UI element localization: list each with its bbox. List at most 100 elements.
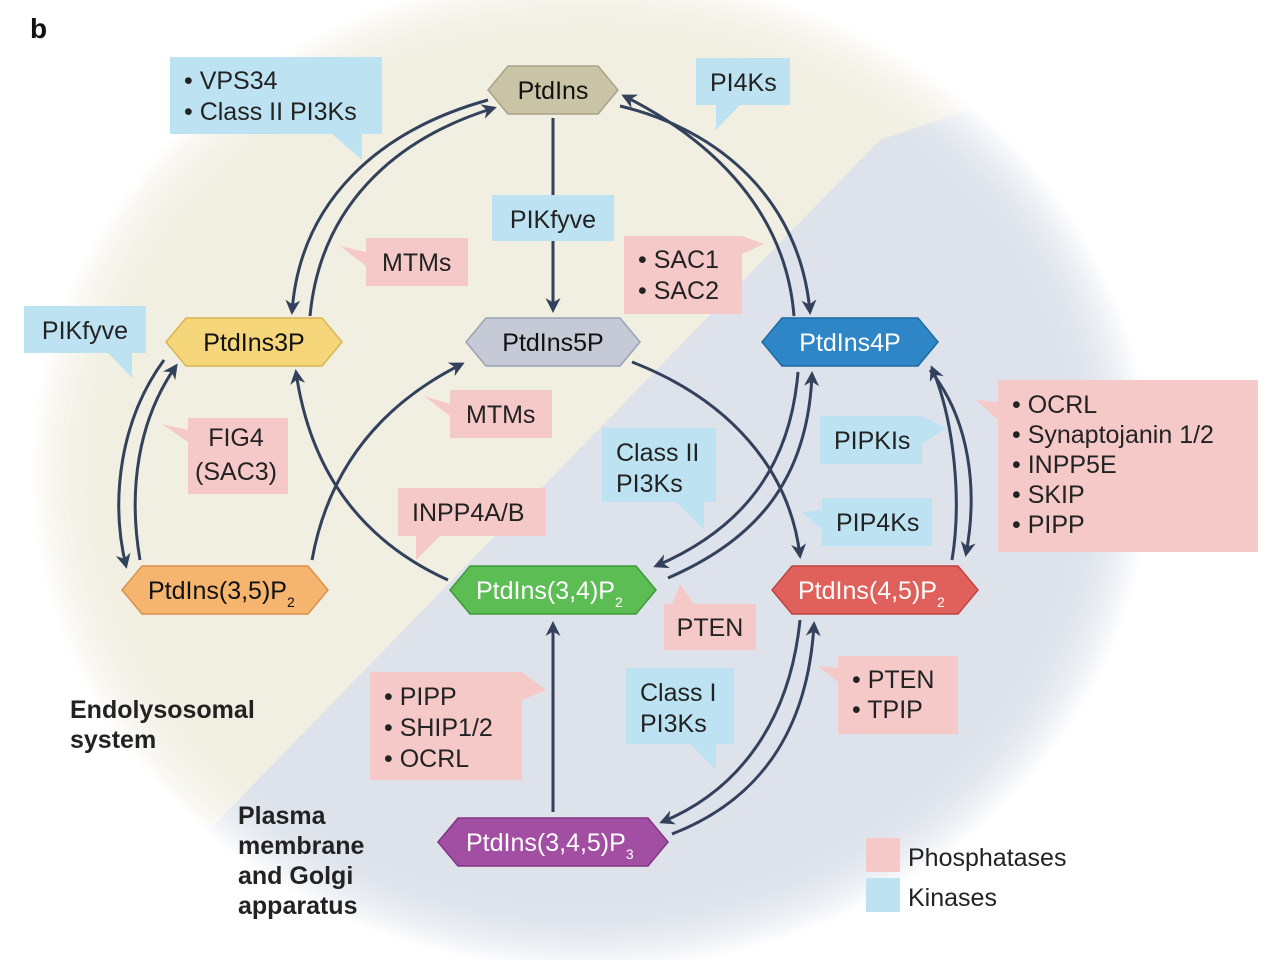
phosphatase-pipp-list: • PIPP • SHIP1/2 • OCRL [370, 672, 546, 780]
kinase-pi4ks-line: PI4Ks [710, 69, 777, 97]
phosphatase-boxes: MTMs • SAC1 • SAC2 FIG4 (SAC3) MTMs INPP… [162, 236, 1258, 780]
kinase-pipkis-line: PIPKIs [834, 427, 910, 455]
phosphatase-pten-tpip: • PTEN • TPIP [818, 656, 958, 734]
phosphatase-inpp4: INPP4A/B [398, 488, 546, 560]
arrow-45p2-to-345p3 [659, 619, 802, 825]
kinase-pi4ks: PI4Ks [696, 58, 790, 130]
arrow-4p-to-ptdins [621, 94, 796, 317]
node-ptdins34p2-label: PtdIns(3,4)P2 [476, 577, 623, 610]
kinase-class1-line: Class I [640, 679, 716, 707]
phosphatase-mtms-mid-line: MTMs [466, 401, 535, 429]
phosphatase-pipp-line: • OCRL [384, 745, 469, 773]
node-ptdins4p-label: PtdIns4P [799, 329, 900, 357]
phosphatase-ocrl-line: • Synaptojanin 1/2 [1012, 421, 1214, 449]
arrow-ptdins-to-4p [619, 104, 817, 315]
phosphatase-fig4-line: FIG4 [208, 424, 264, 452]
phosphatase-ocrl-line: • INPP5E [1012, 451, 1117, 479]
kinase-vps34: • VPS34 • Class II PI3Ks [170, 57, 382, 160]
phosphatase-pipp-line: • SHIP1/2 [384, 714, 493, 742]
kinase-boxes: • VPS34 • Class II PI3Ks PI4Ks PIKfyve P… [24, 57, 946, 770]
region-plasma-line: membrane [238, 832, 365, 860]
phosphatase-mtms-top-line: MTMs [382, 249, 451, 277]
arrow-45p2-to-4p [929, 365, 958, 561]
phosphatase-pten-center-line: PTEN [677, 614, 744, 642]
region-endolysosomal-line: system [70, 726, 156, 754]
arrow-ptdins-to-3p [285, 98, 489, 315]
phosphatase-sac12-line: • SAC1 [638, 246, 719, 274]
kinase-pikfyve-left: PIKfyve [24, 306, 146, 378]
arrow-35p2-to-5p [310, 362, 465, 561]
phosphatase-ocrl-line: • SKIP [1012, 481, 1085, 509]
node-ptdins45p2: PtdIns(4,5)P2 [771, 565, 979, 615]
legend-kinases-label: Kinases [908, 884, 997, 912]
node-ptdins345p3-sub: 3 [626, 846, 634, 862]
kinase-vps34-line: • VPS34 [184, 67, 278, 95]
arrow-34p2-to-3p [290, 369, 449, 582]
endolysosomal-label: Endolysosomal system [70, 696, 255, 754]
phosphatase-ocrl-line: • PIPP [1012, 511, 1085, 539]
node-ptdins5p-label: PtdIns5P [502, 329, 603, 357]
node-ptdins45p2-sub: 2 [937, 594, 945, 610]
arrow-5p-to-45p2 [631, 360, 807, 559]
node-ptdins35p2-main: PtdIns(3,5)P [148, 577, 287, 605]
arrow-4p-to-45p2 [928, 369, 976, 557]
arrow-4p-to-34p2 [653, 371, 800, 569]
node-ptdins34p2-main: PtdIns(3,4)P [476, 577, 615, 605]
node-ptdins34p2: PtdIns(3,4)P2 [449, 565, 657, 615]
node-ptdins35p2: PtdIns(3,5)P2 [121, 565, 329, 615]
arrow-34p2-to-4p [667, 371, 820, 580]
legend-phosphatases-label: Phosphatases [908, 844, 1066, 872]
phosphatase-ocrl-line: • OCRL [1012, 391, 1097, 419]
phosphatase-sac12: • SAC1 • SAC2 [624, 236, 764, 314]
node-ptdins45p2-label: PtdIns(4,5)P2 [798, 577, 945, 610]
phosphatase-pten-tpip-line: • PTEN [852, 666, 934, 694]
kinase-pipkis: PIPKIs [820, 416, 946, 464]
phosphatase-mtms-mid: MTMs [424, 390, 552, 438]
legend-kinases-swatch [866, 878, 900, 912]
region-endolysosomal-line: Endolysosomal [70, 696, 255, 724]
node-ptdins45p2-main: PtdIns(4,5)P [798, 577, 937, 605]
node-ptdins3p-label: PtdIns3P [203, 329, 304, 357]
kinase-pikfyve-left-line: PIKfyve [42, 317, 128, 345]
kinase-class2-line: PI3Ks [616, 470, 683, 498]
plasma-membrane-label: Plasma membrane and Golgi apparatus [238, 802, 365, 920]
phosphatase-mtms-top: MTMs [340, 238, 468, 286]
arrow-345p3-to-45p2 [671, 621, 821, 836]
phosphatase-sac12-line: • SAC2 [638, 277, 719, 305]
kinase-class1-line: PI3Ks [640, 710, 707, 738]
kinase-pikfyve-center-line: PIKfyve [510, 206, 596, 234]
node-ptdins-label: PtdIns [518, 77, 589, 105]
node-ptdins345p3-label: PtdIns(3,4,5)P3 [466, 829, 634, 862]
node-ptdins3p: PtdIns3P [165, 317, 343, 367]
kinase-vps34-line: • Class II PI3Ks [184, 98, 357, 126]
phosphatase-inpp4-line: INPP4A/B [412, 499, 525, 527]
node-ptdins5p: PtdIns5P [465, 317, 641, 367]
node-ptdins35p2-sub: 2 [287, 594, 295, 610]
legend-phosphatases-swatch [866, 838, 900, 872]
kinase-class2-center: Class II PI3Ks [602, 428, 716, 530]
node-ptdins: PtdIns [487, 65, 619, 115]
kinase-pikfyve-center: PIKfyve [492, 195, 614, 241]
node-ptdins4p: PtdIns4P [761, 317, 939, 367]
lipid-nodes: PtdIns PtdIns3P PtdIns5P PtdIns4P PtdIns… [121, 65, 979, 867]
region-plasma-line: Plasma [238, 802, 327, 830]
legend: Phosphatases Kinases [866, 838, 1066, 912]
panel-letter: b [30, 13, 47, 44]
arrow-35p2-to-3p [133, 363, 178, 561]
node-ptdins345p3: PtdIns(3,4,5)P3 [437, 817, 669, 867]
arrow-3p-to-ptdins [308, 104, 497, 317]
reaction-arrows [115, 94, 976, 836]
kinase-pip4ks-line: PIP4Ks [836, 509, 919, 537]
region-plasma-line: apparatus [238, 892, 357, 920]
kinase-pip4ks: PIP4Ks [802, 498, 932, 546]
phosphatase-fig4-line: (SAC3) [195, 458, 277, 486]
kinase-class2-line: Class II [616, 439, 699, 467]
arrow-3p-to-35p2 [115, 359, 166, 569]
region-plasma-line: and Golgi [238, 862, 353, 890]
phosphatase-pten-center: PTEN [664, 584, 756, 650]
phosphatase-pten-tpip-line: • TPIP [852, 696, 923, 724]
node-ptdins34p2-sub: 2 [615, 594, 623, 610]
node-ptdins345p3-main: PtdIns(3,4,5)P [466, 829, 626, 857]
